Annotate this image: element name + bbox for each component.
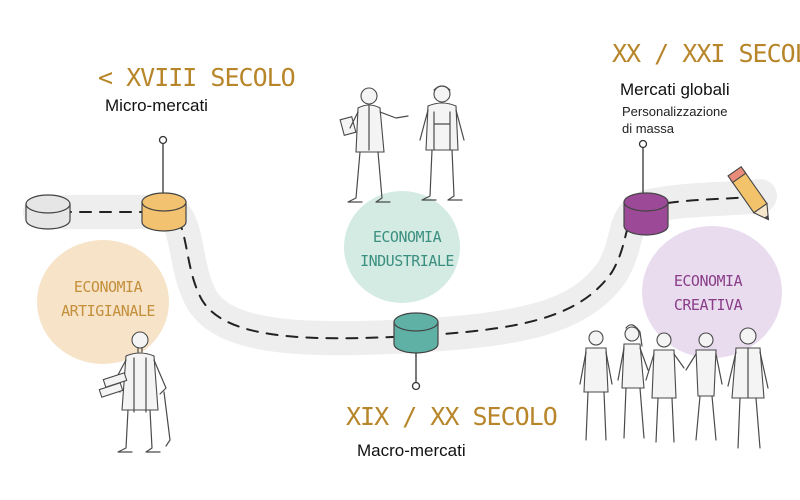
creative-team-figures-icon bbox=[579, 324, 769, 449]
era-18-subtitle: Micro-mercati bbox=[105, 96, 208, 115]
era-20-detail-2: di massa bbox=[622, 121, 675, 136]
era-20-subtitle: Mercati globali bbox=[620, 80, 730, 99]
stage-industriale-line-1: ECONOMIA bbox=[373, 228, 442, 246]
marker-19-icon bbox=[393, 312, 439, 354]
marker-20-icon bbox=[623, 192, 669, 236]
marker-18-icon bbox=[141, 192, 187, 232]
artisan-figure-icon bbox=[98, 331, 171, 453]
stage-creativa-line-2: CREATIVA bbox=[674, 296, 743, 314]
stage-artigianale-line-1: ECONOMIA bbox=[74, 278, 143, 296]
stage-industriale-line-2: INDUSTRIALE bbox=[360, 252, 454, 270]
era-19-subtitle: Macro-mercati bbox=[357, 441, 466, 460]
era-18-title: < XVIII SECOLO bbox=[98, 63, 295, 92]
pin-head-19 bbox=[411, 381, 421, 391]
blob-creativa bbox=[642, 226, 782, 358]
start-marker-icon bbox=[25, 194, 71, 230]
era-20-detail-1: Personalizzazione bbox=[622, 104, 728, 119]
blob-industriale bbox=[344, 191, 460, 303]
stage-creativa-line-1: ECONOMIA bbox=[674, 272, 743, 290]
era-20-title: XX / XXI SECOLO bbox=[612, 39, 800, 68]
stage-artigianale-line-2: ARTIGIANALE bbox=[61, 302, 155, 320]
industrial-figures-icon bbox=[339, 85, 465, 203]
pencil-icon bbox=[727, 165, 770, 221]
pin-head-18 bbox=[158, 135, 168, 145]
era-19-title: XIX / XX SECOLO bbox=[346, 402, 557, 431]
pin-head-20 bbox=[638, 139, 648, 149]
